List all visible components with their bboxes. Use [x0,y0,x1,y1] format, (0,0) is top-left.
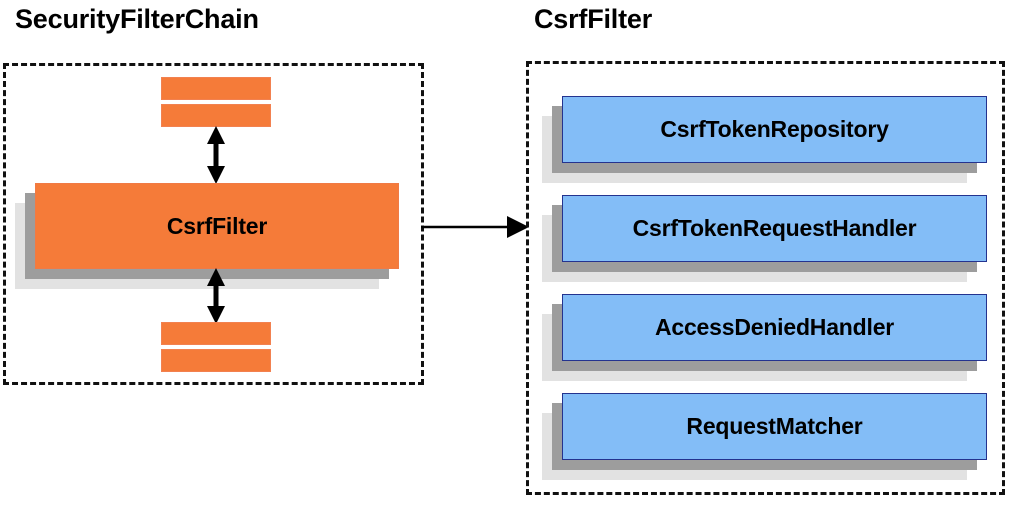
collaborator-label: CsrfTokenRequestHandler [632,215,917,241]
page-title-csrf-filter: CsrfFilter [534,4,653,34]
collaborator-node-csrf-token-repository[interactable]: CsrfTokenRepository [542,96,987,183]
node-face: CsrfFilter [35,183,399,269]
double-arrow-down-icon [207,268,225,324]
filter-placeholder-bar-bottom-1 [161,322,271,345]
collaborator-label: RequestMatcher [686,413,863,439]
security-filter-chain-region [3,63,424,385]
node-face: CsrfTokenRepository [562,96,987,163]
page-title-security-filter-chain: SecurityFilterChain [15,4,259,34]
double-arrow-up-icon [207,126,225,184]
collaborator-node-csrf-token-request-handler[interactable]: CsrfTokenRequestHandler [542,195,987,282]
csrf-filter-node[interactable]: CsrfFilter [15,183,399,289]
node-face: RequestMatcher [562,393,987,460]
csrf-filter-region [526,61,1005,495]
collaborator-node-request-matcher[interactable]: RequestMatcher [542,393,987,480]
panel-link-arrow-icon [421,216,529,238]
filter-placeholder-bar-top-2 [161,104,271,127]
collaborator-label: CsrfTokenRepository [660,116,889,142]
node-face: CsrfTokenRequestHandler [562,195,987,262]
collaborator-node-access-denied-handler[interactable]: AccessDeniedHandler [542,294,987,381]
collaborator-label: AccessDeniedHandler [654,314,895,340]
filter-placeholder-bar-top-1 [161,77,271,100]
filter-placeholder-bar-bottom-2 [161,349,271,372]
csrf-filter-node-label: CsrfFilter [166,212,268,239]
node-face: AccessDeniedHandler [562,294,987,361]
